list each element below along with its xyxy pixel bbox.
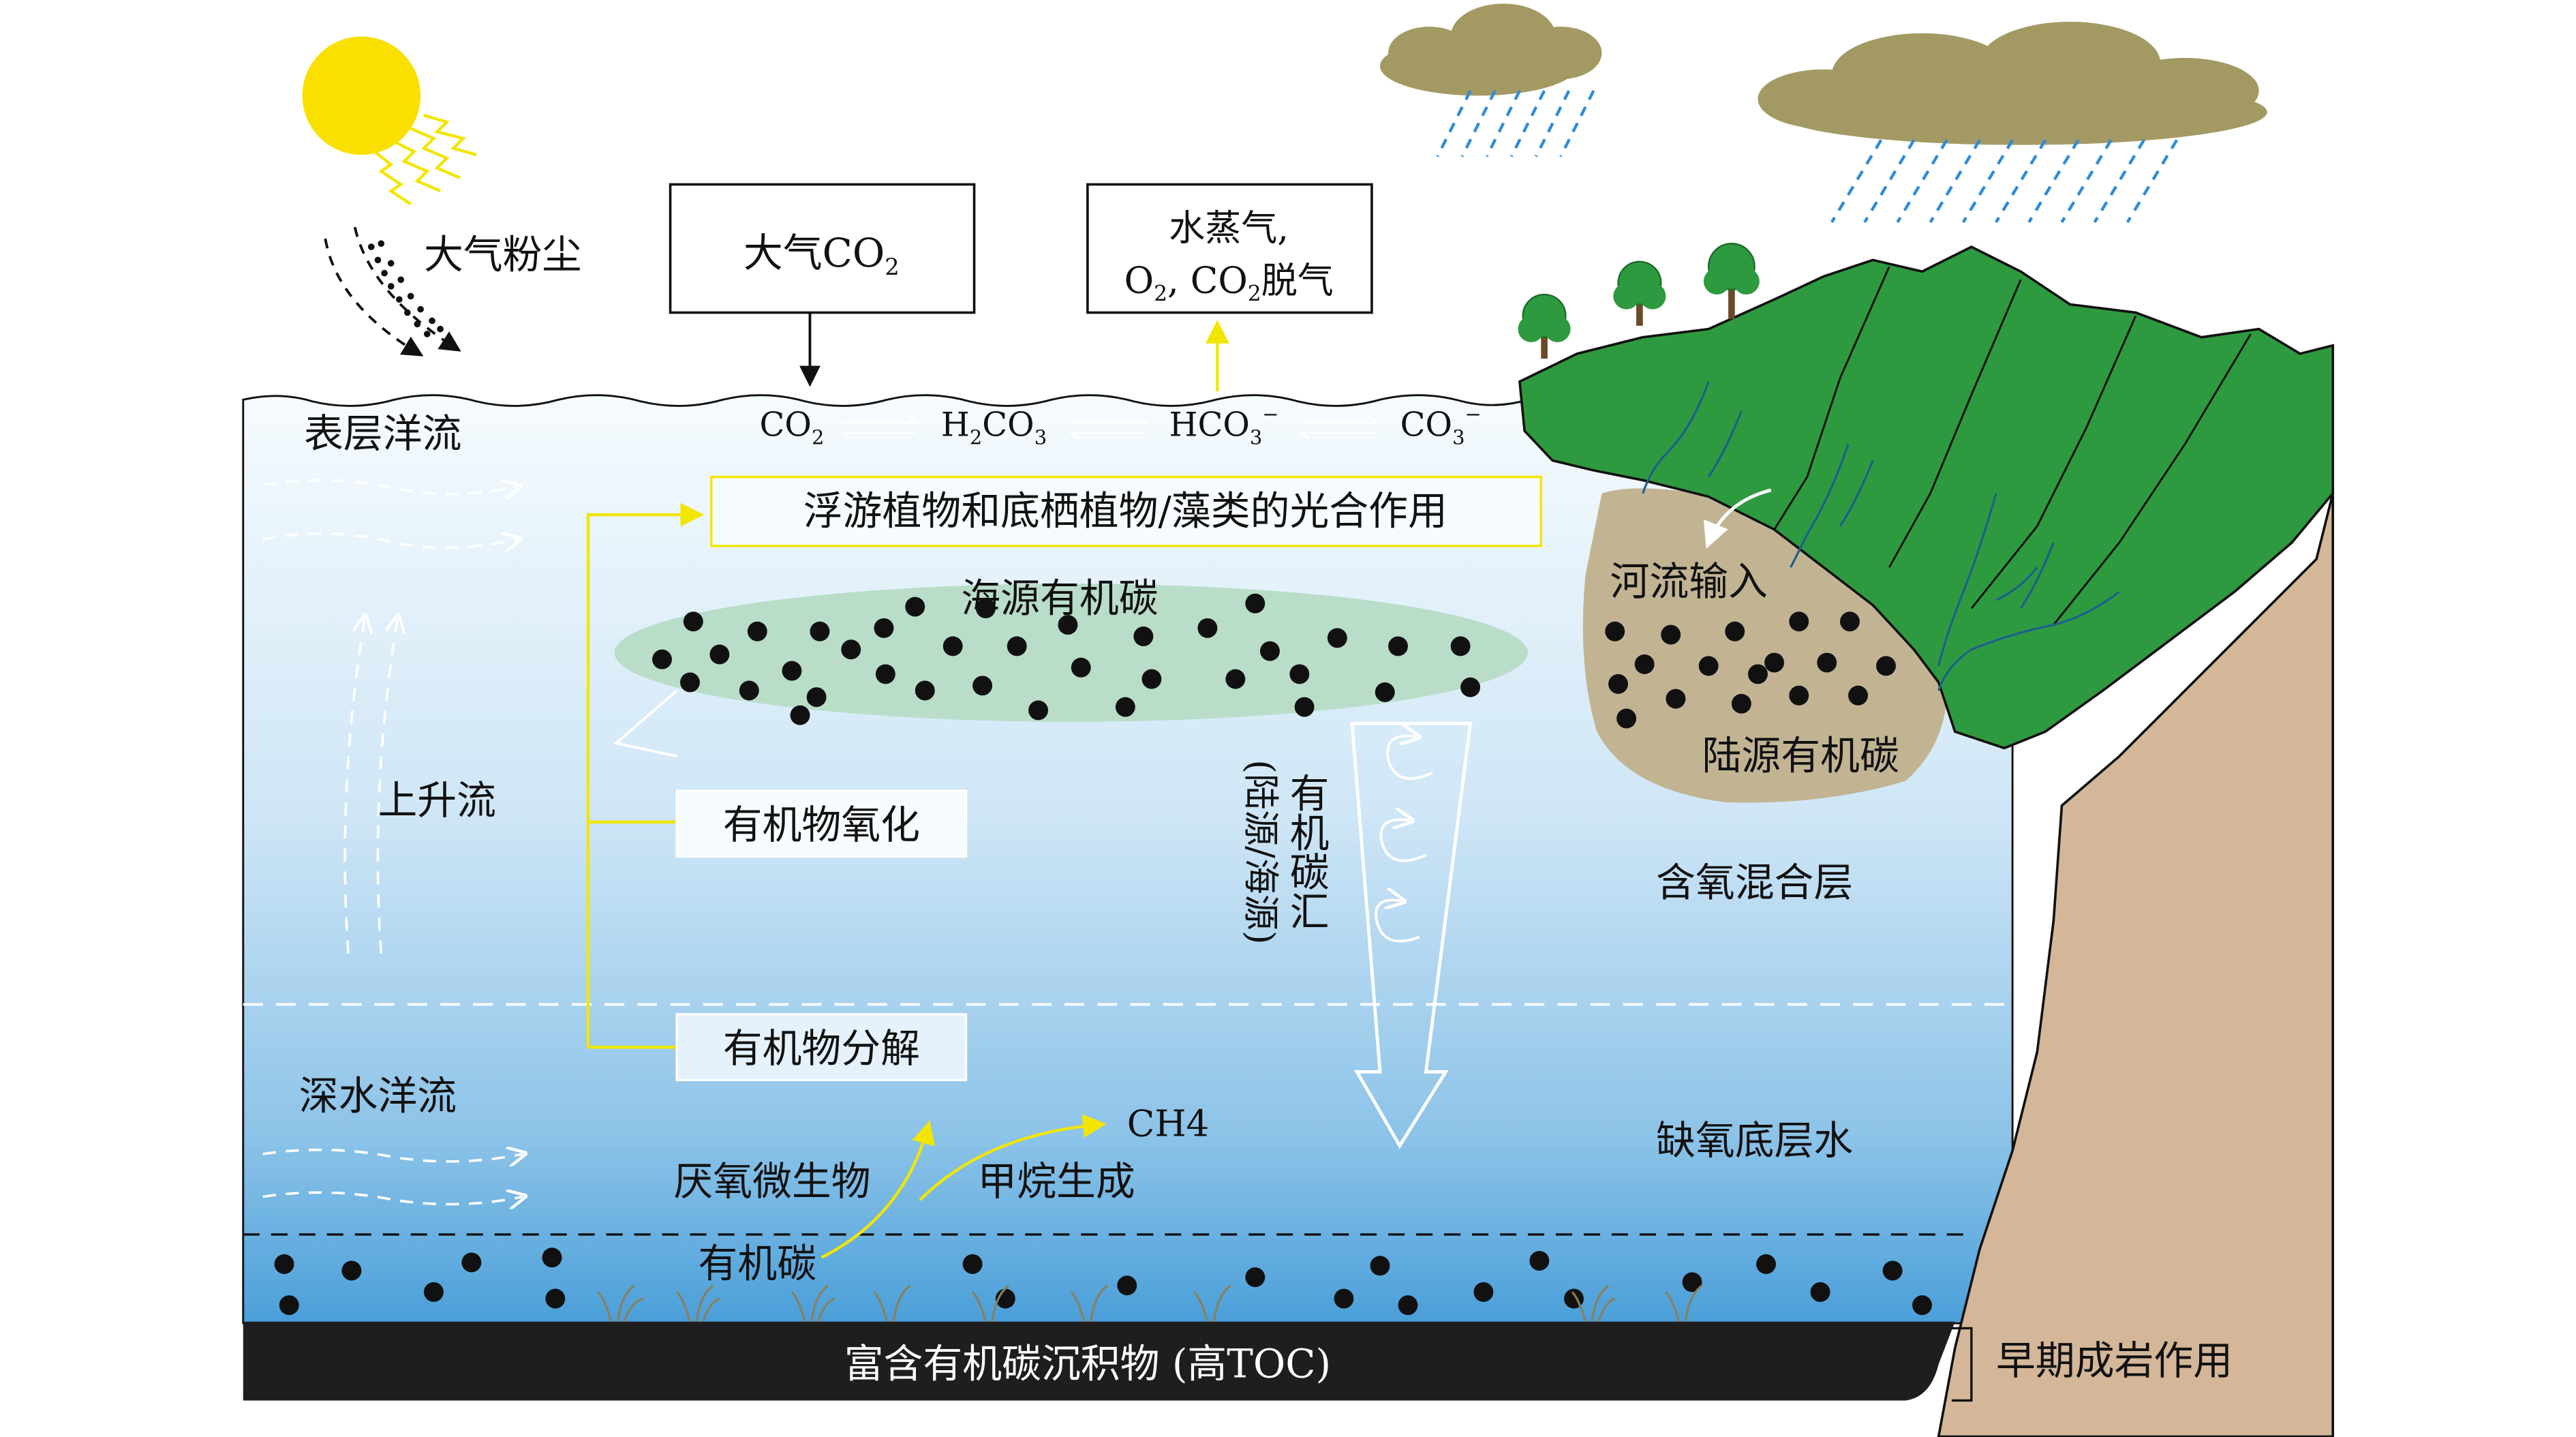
vapor-degassing-box: [1086, 183, 1373, 314]
sediment-layer: [243, 1321, 1955, 1401]
oxic-layer-label: 含氧混合层: [1656, 859, 1853, 905]
eq-hco3-sub: 3: [1250, 425, 1262, 449]
svg-text:O2, CO2脱气: O2, CO2脱气: [1124, 260, 1334, 307]
eq-h2co3-h: H: [941, 406, 970, 444]
eq-co3-sub: 3: [1452, 425, 1465, 449]
om-decomposition-box: [675, 1013, 968, 1082]
rain-icon: [1436, 90, 2179, 224]
om-oxidation-box: [675, 789, 968, 858]
atmospheric-co2-box: [669, 183, 976, 314]
eq-h2co3-co: CO: [982, 406, 1034, 444]
atmospheric-co2-text: 大气CO: [743, 230, 885, 276]
sun-icon: [302, 36, 421, 155]
diagenesis-bracket: [1951, 1327, 1973, 1402]
upwelling-arrows: [343, 618, 397, 954]
vapor-degas: 脱气: [1261, 260, 1334, 302]
rock-cliff: [1937, 493, 2335, 1437]
svg-text:CO2: CO2: [760, 406, 825, 449]
eq-hco3: HCO: [1169, 406, 1249, 444]
eq-co3: CO: [1400, 406, 1452, 444]
om-oxidation-label: 有机物氧化: [723, 802, 920, 848]
methane-arrow: [919, 1114, 1107, 1201]
eq-co2: CO: [760, 406, 812, 444]
vapor-co2-sub: 2: [1248, 282, 1261, 307]
anoxic-water-label: 缺氧底层水: [1656, 1117, 1853, 1164]
oc-sink-swirls: [1375, 736, 1433, 943]
rivers: [1642, 381, 2120, 691]
ch4-label: CH4: [1127, 1102, 1210, 1145]
cloud-icon: [1380, 3, 1602, 96]
vapor-o2-sub: 2: [1154, 282, 1167, 307]
marine-oc-zone: [614, 584, 1528, 722]
eq-h2co3-co-sub: 3: [1034, 425, 1047, 449]
bottom-oc-particles: [274, 1247, 1932, 1316]
oxidation-link: [613, 689, 678, 758]
upwelling-label: 上升流: [378, 777, 496, 823]
surface-current-arrows: [262, 480, 518, 547]
methanogenesis-label: 甲烷生成: [977, 1158, 1135, 1205]
atmospheric-co2-sub: 2: [885, 254, 899, 280]
river-input-arrow: [1703, 488, 1772, 549]
tree-icon: [1703, 243, 1760, 320]
svg-text:CO3−: CO3−: [1400, 403, 1482, 449]
oc-sink-arrow: [1350, 721, 1473, 1149]
tree-icon: [1613, 260, 1666, 326]
vapor-line1: 水蒸气,: [1169, 207, 1289, 249]
surface-current-label: 表层洋流: [304, 410, 461, 457]
oc-sink-sub-label: (陆源/海源): [1240, 759, 1282, 944]
vapor-co2: , CO: [1167, 260, 1248, 302]
eq-hco3-sup: −: [1262, 403, 1278, 426]
om-decomposition-label: 有机物分解: [723, 1025, 920, 1072]
photosynthesis-label: 浮游植物和底栖植物/藻类的光合作用: [803, 488, 1447, 534]
cloud-icon: [1758, 21, 2267, 145]
svg-text:大气CO2: 大气CO2: [743, 230, 900, 280]
yellow-process-links: [586, 502, 705, 1049]
photosynthesis-box: [710, 475, 1542, 547]
trees: [1518, 243, 1760, 359]
river-input-label: 河流输入: [1610, 558, 1768, 605]
terrestrial-oc-zone: [1582, 488, 1948, 803]
green-mountain: [1518, 245, 2335, 750]
sun-rays-icon: [373, 114, 477, 206]
mountain-ridges: [1773, 266, 2252, 626]
sediment-label: 富含有机碳沉积物 (高TOC): [844, 1341, 1331, 1387]
eq-h2co3-h-sub: 2: [970, 425, 982, 449]
seagrass-icon: [597, 1284, 1703, 1322]
eq-co2-sub: 2: [812, 425, 824, 449]
organic-carbon-label: 有机碳: [699, 1241, 817, 1287]
dust-label: 大气粉尘: [424, 231, 581, 277]
carbonate-equilibrium: CO2 H2CO3 HCO3− CO3−: [760, 403, 1482, 449]
anaerobic-microbes-label: 厌氧微生物: [673, 1158, 870, 1205]
oc-sink-label: 有机碳汇: [1283, 773, 1330, 931]
terrestrial-oc-particles: [1605, 611, 1896, 729]
terrestrial-oc-label: 陆源有机碳: [1702, 733, 1899, 779]
svg-text:H2CO3: H2CO3: [941, 406, 1047, 449]
eq-co3-sup: −: [1465, 403, 1481, 426]
marine-oc-particles: [652, 593, 1481, 725]
deep-current-label: 深水洋流: [299, 1073, 457, 1119]
decomp-up-arrow: [821, 1120, 935, 1259]
early-diagenesis-label: 早期成岩作用: [1996, 1337, 2233, 1384]
dust-arrows: [324, 226, 461, 357]
tree-icon: [1518, 293, 1571, 359]
vapor-o2: O: [1124, 260, 1154, 302]
svg-text:HCO3−: HCO3−: [1169, 403, 1278, 449]
